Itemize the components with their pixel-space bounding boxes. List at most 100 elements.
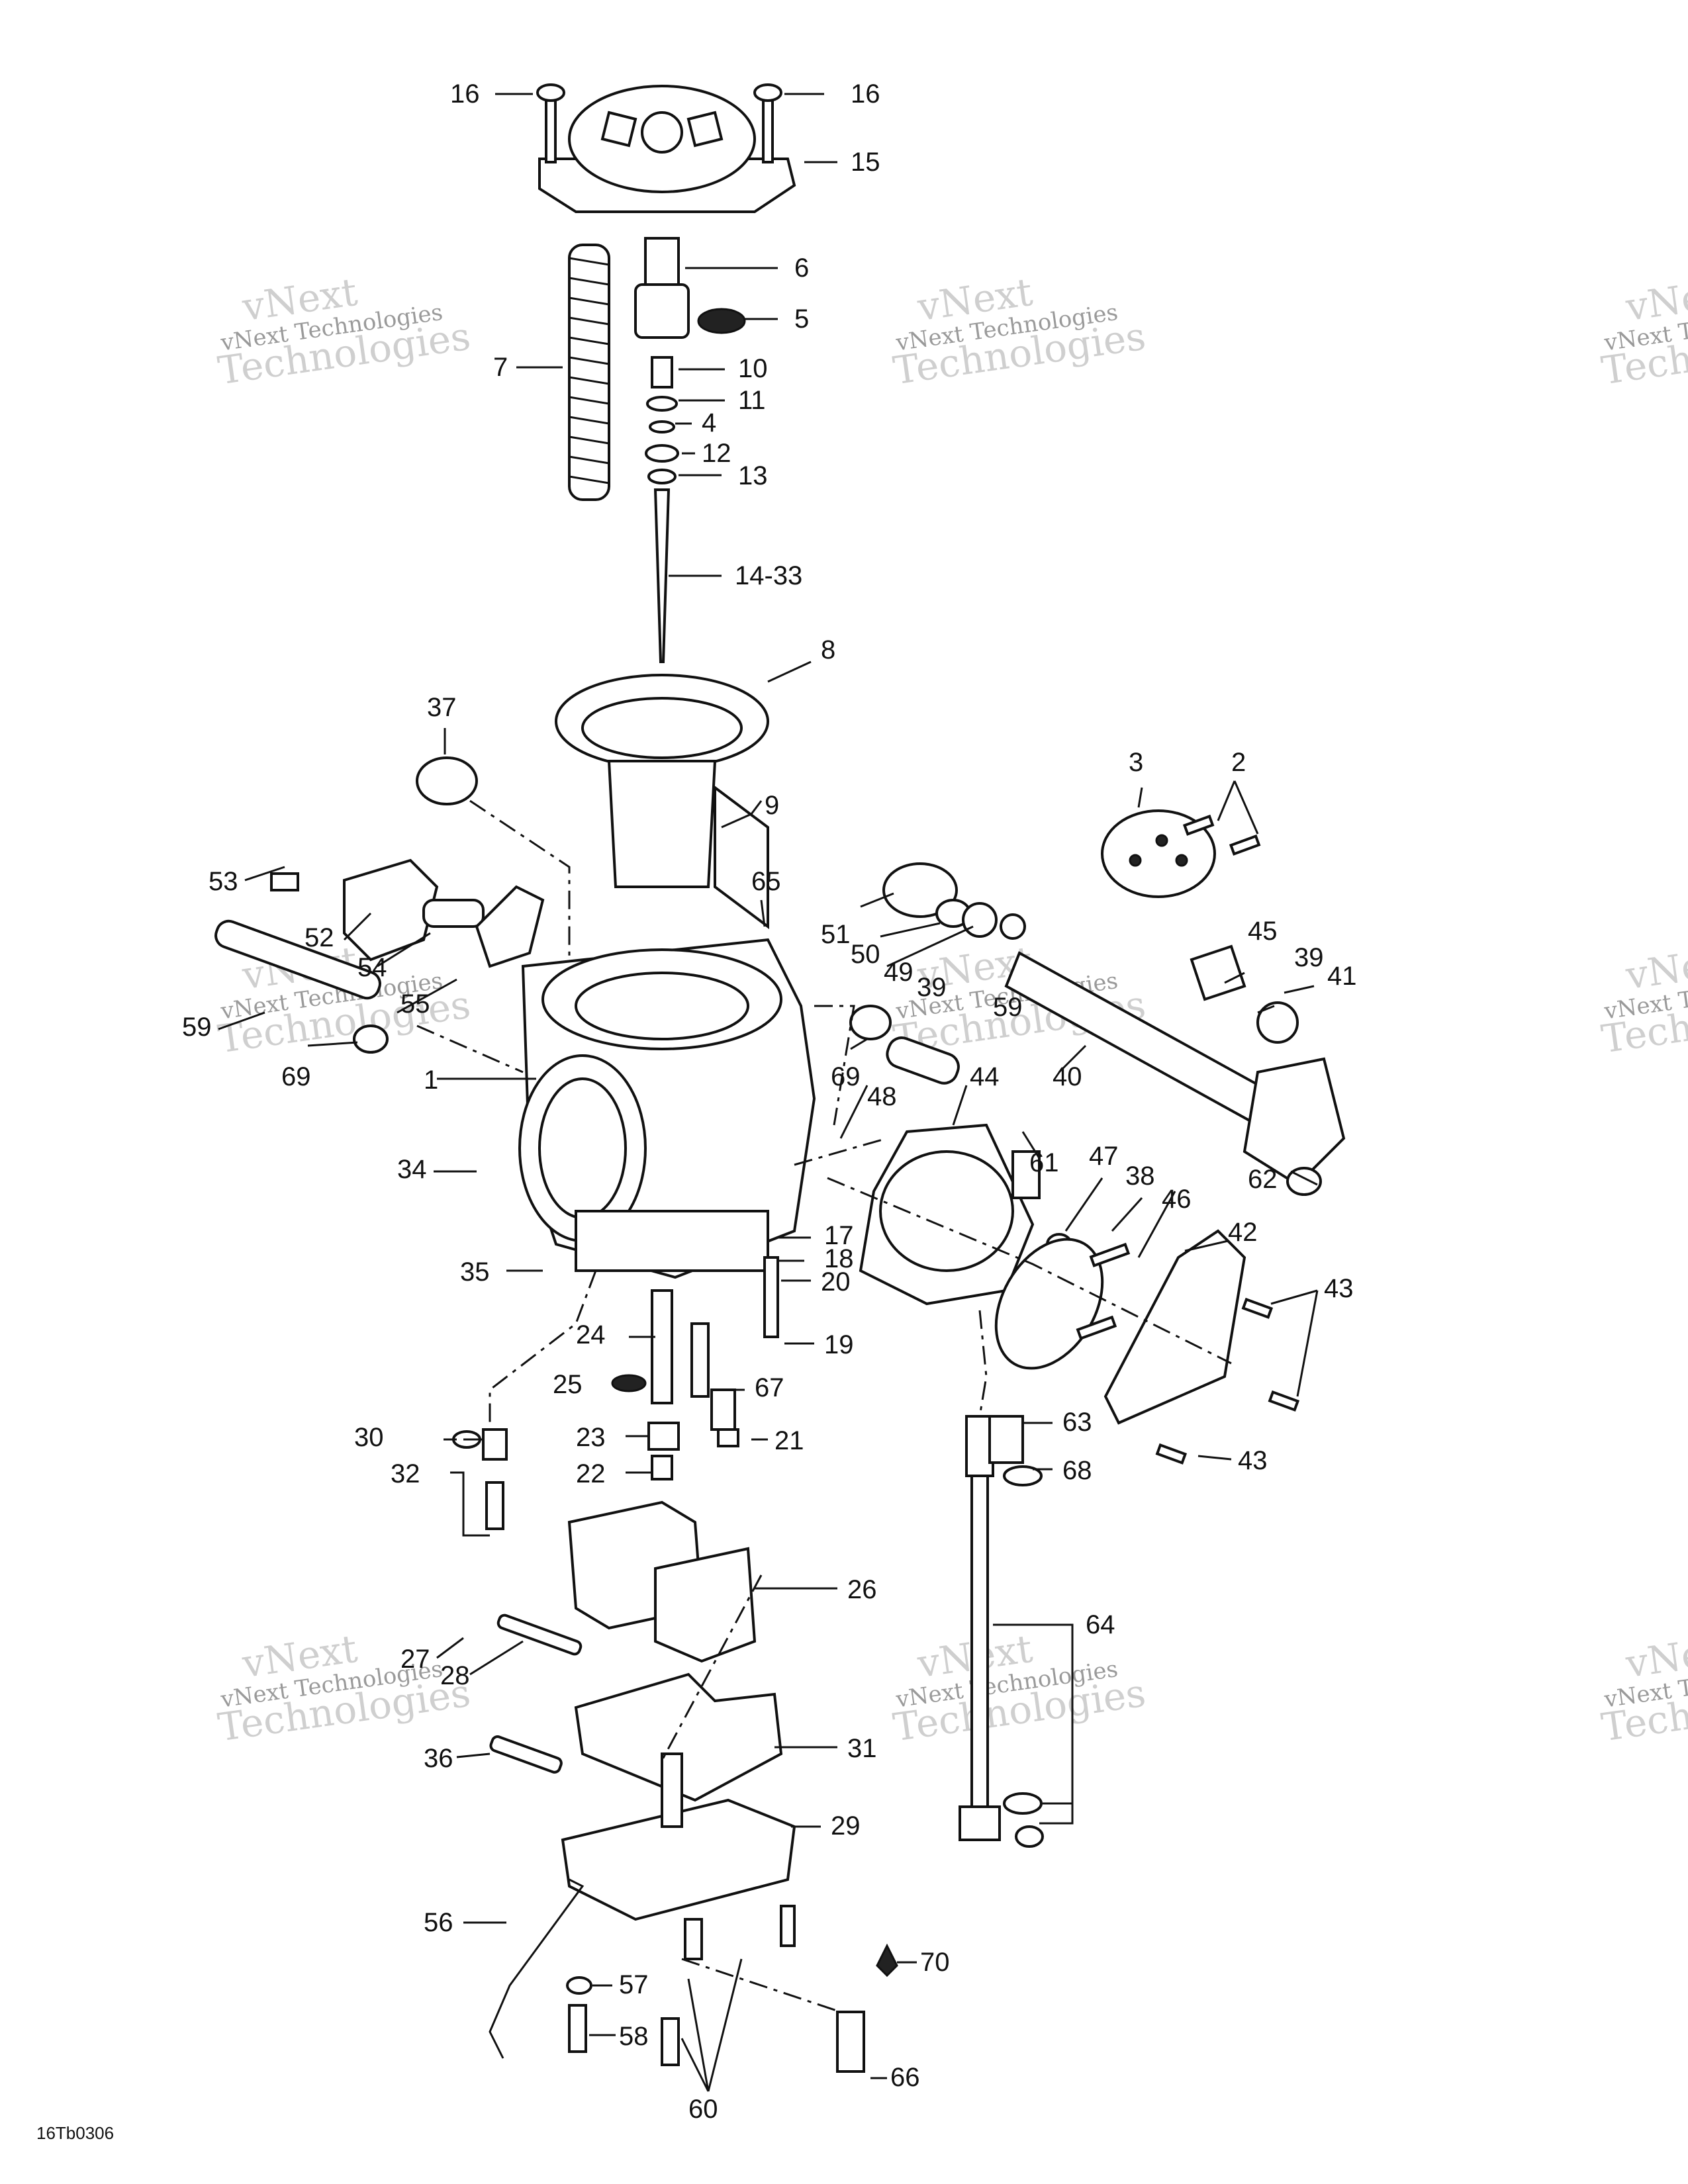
- cover-plate-part: [1103, 1229, 1246, 1425]
- part-label: 51: [821, 920, 851, 949]
- part-label: 18: [824, 1244, 854, 1273]
- part-label: 57: [619, 1970, 649, 1999]
- part-label: 12: [702, 439, 731, 468]
- part-label: 60: [688, 2095, 718, 2124]
- part-label: 68: [1062, 1456, 1092, 1485]
- part-label: 20: [821, 1267, 851, 1297]
- part-label: 49: [884, 958, 914, 987]
- gasket-part: [574, 1672, 783, 1802]
- part-label: 3: [1129, 748, 1143, 777]
- drain-wire-part: [489, 1878, 585, 2059]
- clip-part: [353, 1024, 389, 1054]
- part-label: 69: [831, 1062, 861, 1091]
- drain-plug-parts: [566, 1976, 680, 2066]
- screw-part: [1076, 1315, 1117, 1340]
- part-label: 43: [1238, 1446, 1268, 1475]
- needle-holder-part: [634, 237, 746, 339]
- leader-lines: [218, 93, 1319, 2092]
- part-label: 15: [851, 148, 880, 177]
- part-label: 27: [400, 1645, 430, 1674]
- part-label: 35: [460, 1257, 490, 1287]
- watermark-left-bottom: vNext vNext Technologies Technologies: [215, 1626, 473, 1751]
- part-label: 55: [400, 989, 430, 1019]
- watermark-center-top: vNext vNext Technologies Technologies: [890, 269, 1149, 394]
- float-part: [496, 1500, 757, 1663]
- part-label: 8: [821, 635, 835, 664]
- part-label: 66: [890, 2063, 920, 2092]
- part-label: 16: [851, 79, 880, 109]
- part-label: 32: [391, 1459, 420, 1488]
- plug-part: [416, 756, 478, 805]
- watermark-left-top: vNext vNext Technologies Technologies: [215, 269, 473, 394]
- part-label: 26: [847, 1575, 877, 1604]
- part-label: 31: [847, 1734, 877, 1763]
- screw-part: [1155, 1443, 1188, 1465]
- part-label: 58: [619, 2022, 649, 2051]
- needle-small-parts: [645, 356, 679, 663]
- part-label: 17: [824, 1221, 854, 1250]
- part-label: 10: [738, 354, 768, 383]
- part-label: 5: [794, 304, 809, 334]
- throttle-shaft-part: [1004, 809, 1346, 1196]
- part-label: 22: [576, 1459, 606, 1488]
- part-label: 40: [1053, 1062, 1082, 1091]
- tube-part: [214, 919, 381, 1000]
- part-label: 62: [1248, 1165, 1278, 1194]
- screw-part: [1229, 834, 1261, 856]
- part-label: 11: [738, 386, 766, 415]
- top-cover-part: [538, 85, 796, 213]
- pump-cover-part: [859, 1123, 1104, 1370]
- diaphragm-part: [555, 674, 769, 929]
- part-label: 61: [1029, 1148, 1059, 1177]
- part-label: 13: [738, 461, 768, 490]
- part-label: 48: [867, 1082, 897, 1111]
- spring-part: [568, 244, 610, 501]
- part-labels: 16 16 15 6 5 7 10 11 4 12 13 14-33 8 37 …: [182, 79, 1357, 2124]
- part-label: 36: [424, 1744, 453, 1773]
- part-label: 25: [553, 1370, 583, 1399]
- part-label: 19: [824, 1330, 854, 1359]
- part-label: 29: [831, 1811, 861, 1841]
- part-label: 64: [1086, 1610, 1115, 1639]
- adjust-screw-part: [489, 1735, 563, 1774]
- part-label: 39: [917, 973, 947, 1002]
- screw-part: [1241, 1297, 1274, 1319]
- part-label: 7: [493, 353, 508, 382]
- part-label: 67: [755, 1373, 784, 1402]
- needle-valve-part: [452, 1428, 508, 1530]
- watermark-right-middle: vNext vNext Te Techn: [1599, 938, 1688, 1062]
- part-label: 56: [424, 1908, 453, 1937]
- part-label: 46: [1162, 1185, 1192, 1214]
- diagram-reference-code: 16Tb0306: [36, 2123, 114, 2143]
- part-label: 63: [1062, 1408, 1092, 1437]
- part-label: 50: [851, 940, 880, 969]
- part-label: 43: [1324, 1274, 1354, 1303]
- bushing-part: [849, 862, 1026, 1085]
- part-label: 1: [424, 1066, 438, 1095]
- screw-part: [536, 83, 782, 163]
- jet-parts: [611, 1256, 779, 1480]
- part-label: 4: [702, 408, 716, 437]
- part-label: 54: [357, 953, 387, 982]
- screw-part: [1182, 814, 1215, 836]
- watermark-right-top: vNext vNext Te Techn: [1599, 269, 1688, 394]
- parts-artwork: [214, 83, 1346, 2073]
- part-label: 69: [281, 1062, 311, 1091]
- part-label: 53: [209, 867, 238, 896]
- part-label: 38: [1125, 1161, 1155, 1191]
- part-label: 39: [1294, 943, 1324, 972]
- screw-part: [1089, 1242, 1131, 1267]
- part-label: 59: [182, 1013, 212, 1042]
- float-bowl-part: [561, 1752, 796, 1960]
- part-label: 65: [751, 867, 781, 896]
- part-label: 28: [440, 1661, 470, 1690]
- part-label: 34: [397, 1155, 427, 1184]
- part-label: 59: [993, 993, 1023, 1022]
- part-label: 52: [305, 923, 334, 952]
- part-label: 44: [970, 1062, 1000, 1091]
- part-label: 23: [576, 1423, 606, 1452]
- part-label: 37: [427, 693, 457, 722]
- part-label: 21: [774, 1426, 804, 1455]
- part-label: 47: [1089, 1142, 1119, 1171]
